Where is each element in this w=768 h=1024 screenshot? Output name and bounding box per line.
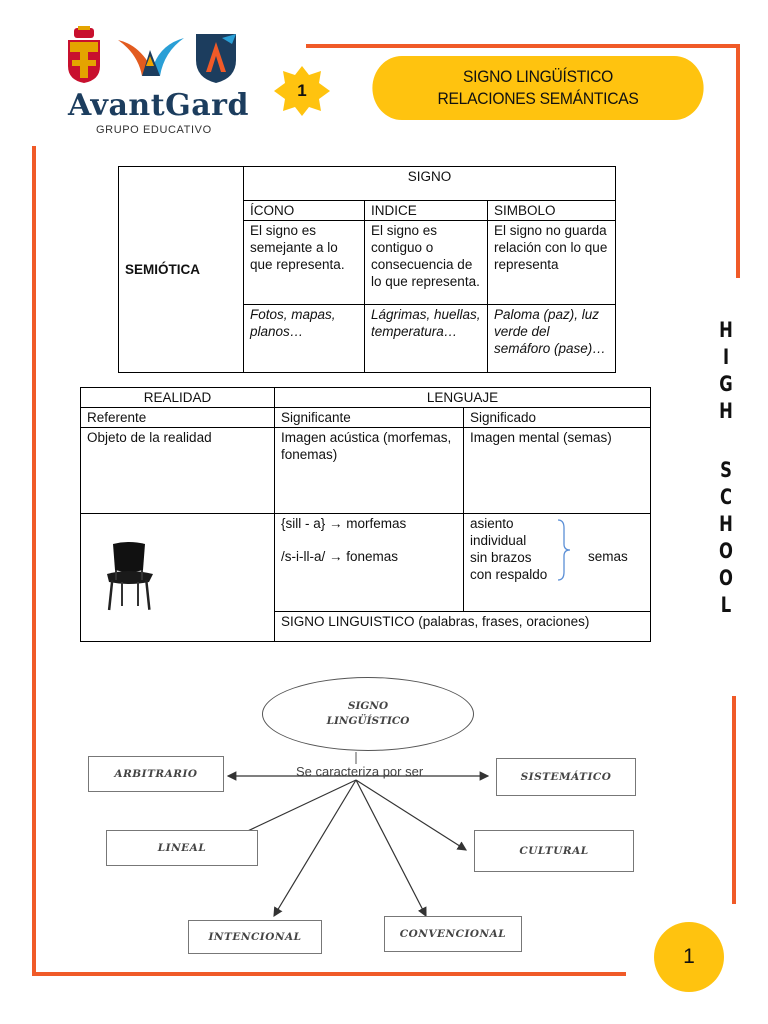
linguistic-sign-diagram: SIGNO LINGÜÍSTICO Se caracteriza por ser… — [78, 672, 652, 964]
node-cultural: CULTURAL — [474, 830, 634, 872]
subheader-significado: Significado — [463, 407, 651, 428]
seme-item: asiento — [470, 516, 514, 531]
frame-line-bottom — [32, 972, 626, 976]
chair-image — [107, 541, 153, 610]
reality-header: REALIDAD — [80, 387, 275, 408]
side-letter: O — [719, 539, 733, 563]
node-convencional: CONVENCIONAL — [384, 916, 522, 952]
column-header: ÍCONO — [243, 200, 365, 221]
definition-cell: El signo no guarda relación con lo que r… — [487, 220, 616, 305]
column-header: INDICE — [364, 200, 488, 221]
side-letter: H — [719, 399, 733, 423]
signo-header: SIGNO — [243, 166, 616, 201]
brand-subtitle: GRUPO EDUCATIVO — [96, 124, 212, 136]
side-letter: I — [722, 345, 730, 369]
reality-language-table: REALIDAD LENGUAJE Referente Significante… — [80, 387, 651, 642]
node-sistematico: SISTEMÁTICO — [496, 758, 636, 796]
semes-cell: asiento individual sin brazos con respal… — [463, 513, 651, 612]
seme-item: sin brazos — [470, 550, 532, 565]
signifier-cell: Imagen acústica (morfemas, fonemas) — [274, 427, 464, 514]
subheader-significante: Significante — [274, 407, 464, 428]
definition-cell: El signo es contiguo o consecuencia de l… — [364, 220, 488, 305]
brand-name: AvantGard — [68, 88, 249, 123]
side-letter: C — [719, 485, 733, 509]
curly-brace-icon — [557, 519, 571, 581]
column-header: SIMBOLO — [487, 200, 616, 221]
morphemes-text: {sill - a} → morfemas — [281, 516, 407, 531]
frame-line-left — [32, 146, 36, 976]
frame-line-right-upper — [736, 44, 740, 278]
bird-logo-icon — [118, 38, 184, 76]
side-label-high-school: H I G H S C H O O L — [706, 318, 746, 620]
example-cell: Paloma (paz), luz verde del semáforo (pa… — [487, 304, 616, 373]
side-letter: H — [719, 512, 733, 536]
seme-item: con respaldo — [470, 567, 548, 582]
title-line-2: RELACIONES SEMÁNTICAS — [437, 89, 639, 108]
frame-line-top — [306, 44, 740, 48]
signified-cell: Imagen mental (semas) — [463, 427, 651, 514]
frame-line-right-lower — [732, 696, 736, 904]
central-node-line-1: SIGNO — [347, 700, 389, 712]
unit-number: 1 — [297, 81, 307, 100]
coat-of-arms-icon — [68, 26, 100, 83]
diagram-connectors — [218, 752, 490, 918]
central-node-line-2: LINGÜÍSTICO — [326, 715, 410, 727]
subheader-referente: Referente — [80, 407, 275, 428]
side-letter: G — [719, 372, 733, 396]
referent-cell: Objeto de la realidad — [80, 427, 275, 514]
semiotics-table-body: SEMIÓTICA SIGNO ÍCONO INDICE SIMBOLO El … — [118, 166, 616, 373]
side-letter: O — [719, 566, 733, 590]
side-letter: H — [719, 318, 733, 342]
side-letter: L — [720, 593, 732, 617]
example-cell: Fotos, mapas, planos… — [243, 304, 365, 373]
connector-label: Se caracteriza por ser — [296, 764, 424, 779]
node-arbitrario: ARBITRARIO — [88, 756, 224, 792]
node-intencional: INTENCIONAL — [188, 920, 322, 954]
definition-cell: El signo es semejante a lo que represent… — [243, 220, 365, 305]
title-banner: SIGNO LINGÜÍSTICO RELACIONES SEMÁNTICAS — [372, 56, 704, 120]
side-letter — [710, 426, 741, 458]
chair-image-cell — [80, 513, 275, 642]
linguistic-sign-footer: SIGNO LINGUISTICO (palabras, frases, ora… — [274, 611, 651, 642]
star-badge-icon — [274, 66, 330, 116]
phonemes-text: /s-i-ll-a/ → fonemas — [281, 549, 399, 564]
semes-label: semas — [588, 549, 628, 564]
title-line-1: SIGNO LINGÜÍSTICO — [462, 67, 613, 86]
side-letter: S — [720, 458, 732, 482]
seme-item: individual — [470, 533, 527, 548]
page-number: 1 — [654, 922, 724, 992]
example-cell: Lágrimas, huellas, temperatura… — [364, 304, 488, 373]
semiotics-label: SEMIÓTICA — [118, 166, 244, 373]
node-lineal: LINEAL — [106, 830, 258, 866]
morphemes-cell: {sill - a} → morfemas /s-i-ll-a/ → fonem… — [274, 513, 464, 612]
language-header: LENGUAJE — [274, 387, 651, 408]
avantgard-a-shield-icon — [196, 34, 236, 83]
central-node: SIGNO LINGÜÍSTICO — [262, 677, 474, 751]
